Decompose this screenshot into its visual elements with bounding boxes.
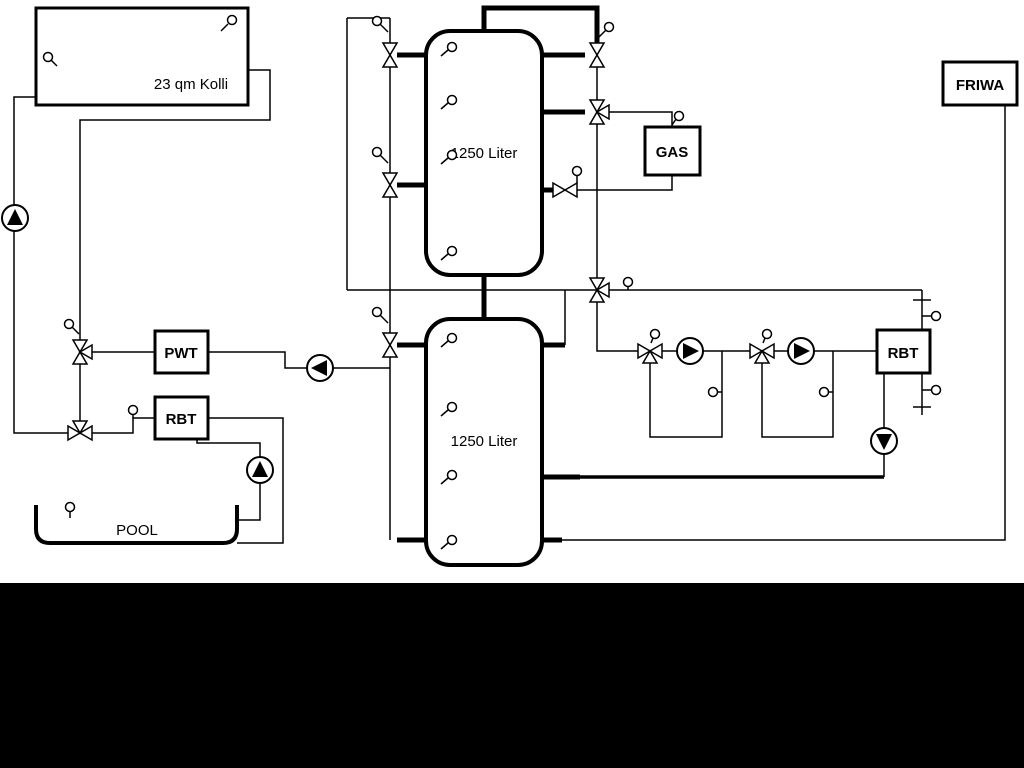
temperature-sensor: [440, 245, 458, 261]
temperature-sensor: [598, 21, 615, 38]
pool-label: POOL: [116, 522, 158, 539]
pool-outline: [34, 505, 239, 545]
temperature-sensor: [922, 310, 942, 322]
letterbox-bottom: [0, 583, 1024, 768]
temperature-sensor: [440, 332, 458, 348]
rbt-right-box: RBT: [875, 328, 932, 375]
pwt-outline: [153, 329, 210, 375]
valve-heating-circuit-1-icon: [637, 342, 663, 364]
temperature-sensor: [440, 94, 458, 110]
pipes-thick: [397, 5, 600, 543]
gas-outline: [643, 125, 702, 177]
valve-tank1-left-mid-icon: [381, 172, 399, 198]
temperature-sensor: [440, 41, 458, 57]
tank-bottom-label: 1250 Liter: [451, 433, 518, 450]
temperature-sensor: [707, 386, 722, 398]
temperature-sensor: [440, 469, 458, 485]
valve-gas-supply-icon: [588, 99, 610, 125]
temperature-sensor: [571, 165, 583, 183]
valve-rbt-pool-icon: [67, 420, 93, 442]
pump-collector-icon: [1, 204, 29, 232]
rbt-right-outline: [875, 328, 932, 375]
gas-label: GAS: [656, 144, 689, 161]
hydraulic-schematic: 23 qm Kolli 1250 Liter 1250 Liter GAS FR…: [1, 5, 1019, 567]
temperature-sensor: [818, 386, 833, 398]
valve-tank1-left-top-icon: [381, 42, 399, 68]
pump-pwt-icon: [306, 354, 334, 382]
temperature-sensor: [922, 384, 942, 396]
temperature-sensor: [761, 328, 773, 344]
valve-tank2-left-icon: [381, 332, 399, 358]
temperature-sensor: [64, 501, 76, 518]
temperature-sensor: [371, 146, 389, 164]
temperature-sensor: [671, 110, 685, 126]
pump-rbt-return-icon: [870, 427, 898, 455]
valve-tank1-right-top-icon: [588, 42, 606, 68]
temperature-sensor: [440, 534, 458, 550]
tank-outline: [424, 317, 544, 567]
temperature-sensor: [371, 306, 389, 324]
collector-box: 23 qm Kolli: [34, 6, 250, 107]
friwa-box: FRIWA: [941, 60, 1019, 107]
rbt-left-label: RBT: [166, 411, 197, 428]
rbt-right-label: RBT: [888, 345, 919, 362]
temperature-sensor: [63, 318, 80, 335]
temperature-sensor: [622, 276, 634, 290]
pipes-thin: [13, 17, 1006, 544]
pump-pool-icon: [246, 456, 274, 484]
buffer-tank-top: 1250 Liter: [424, 29, 544, 277]
temperature-sensor: [220, 14, 238, 32]
temperature-sensor: [649, 328, 661, 344]
temperature-sensor: [440, 149, 458, 165]
valve-gas-return-icon: [552, 181, 578, 199]
temperature-sensor: [127, 404, 139, 418]
rbt-left-box: RBT: [153, 395, 210, 441]
pump-heating-circuit-2-icon: [787, 337, 815, 365]
valve-distribution-icon: [588, 277, 610, 303]
collector-outline: [34, 6, 250, 107]
pwt-box: PWT: [153, 329, 210, 375]
pwt-label: PWT: [164, 345, 197, 362]
valve-pwt-icon: [71, 339, 93, 365]
valve-heating-circuit-2-icon: [749, 342, 775, 364]
friwa-outline: [941, 60, 1019, 107]
temperature-sensor: [440, 401, 458, 417]
collector-label: 23 qm Kolli: [154, 76, 228, 93]
temperature-sensor: [371, 15, 389, 33]
pump-heating-circuit-1-icon: [676, 337, 704, 365]
friwa-label: FRIWA: [956, 77, 1004, 94]
rbt-left-outline: [153, 395, 210, 441]
tank-outline: [424, 29, 544, 277]
pool-basin: POOL: [34, 505, 239, 545]
temperature-sensor: [42, 51, 58, 67]
gas-boiler-box: GAS: [643, 125, 702, 177]
buffer-tank-bottom: 1250 Liter: [424, 317, 544, 567]
tank-top-label: 1250 Liter: [451, 145, 518, 162]
